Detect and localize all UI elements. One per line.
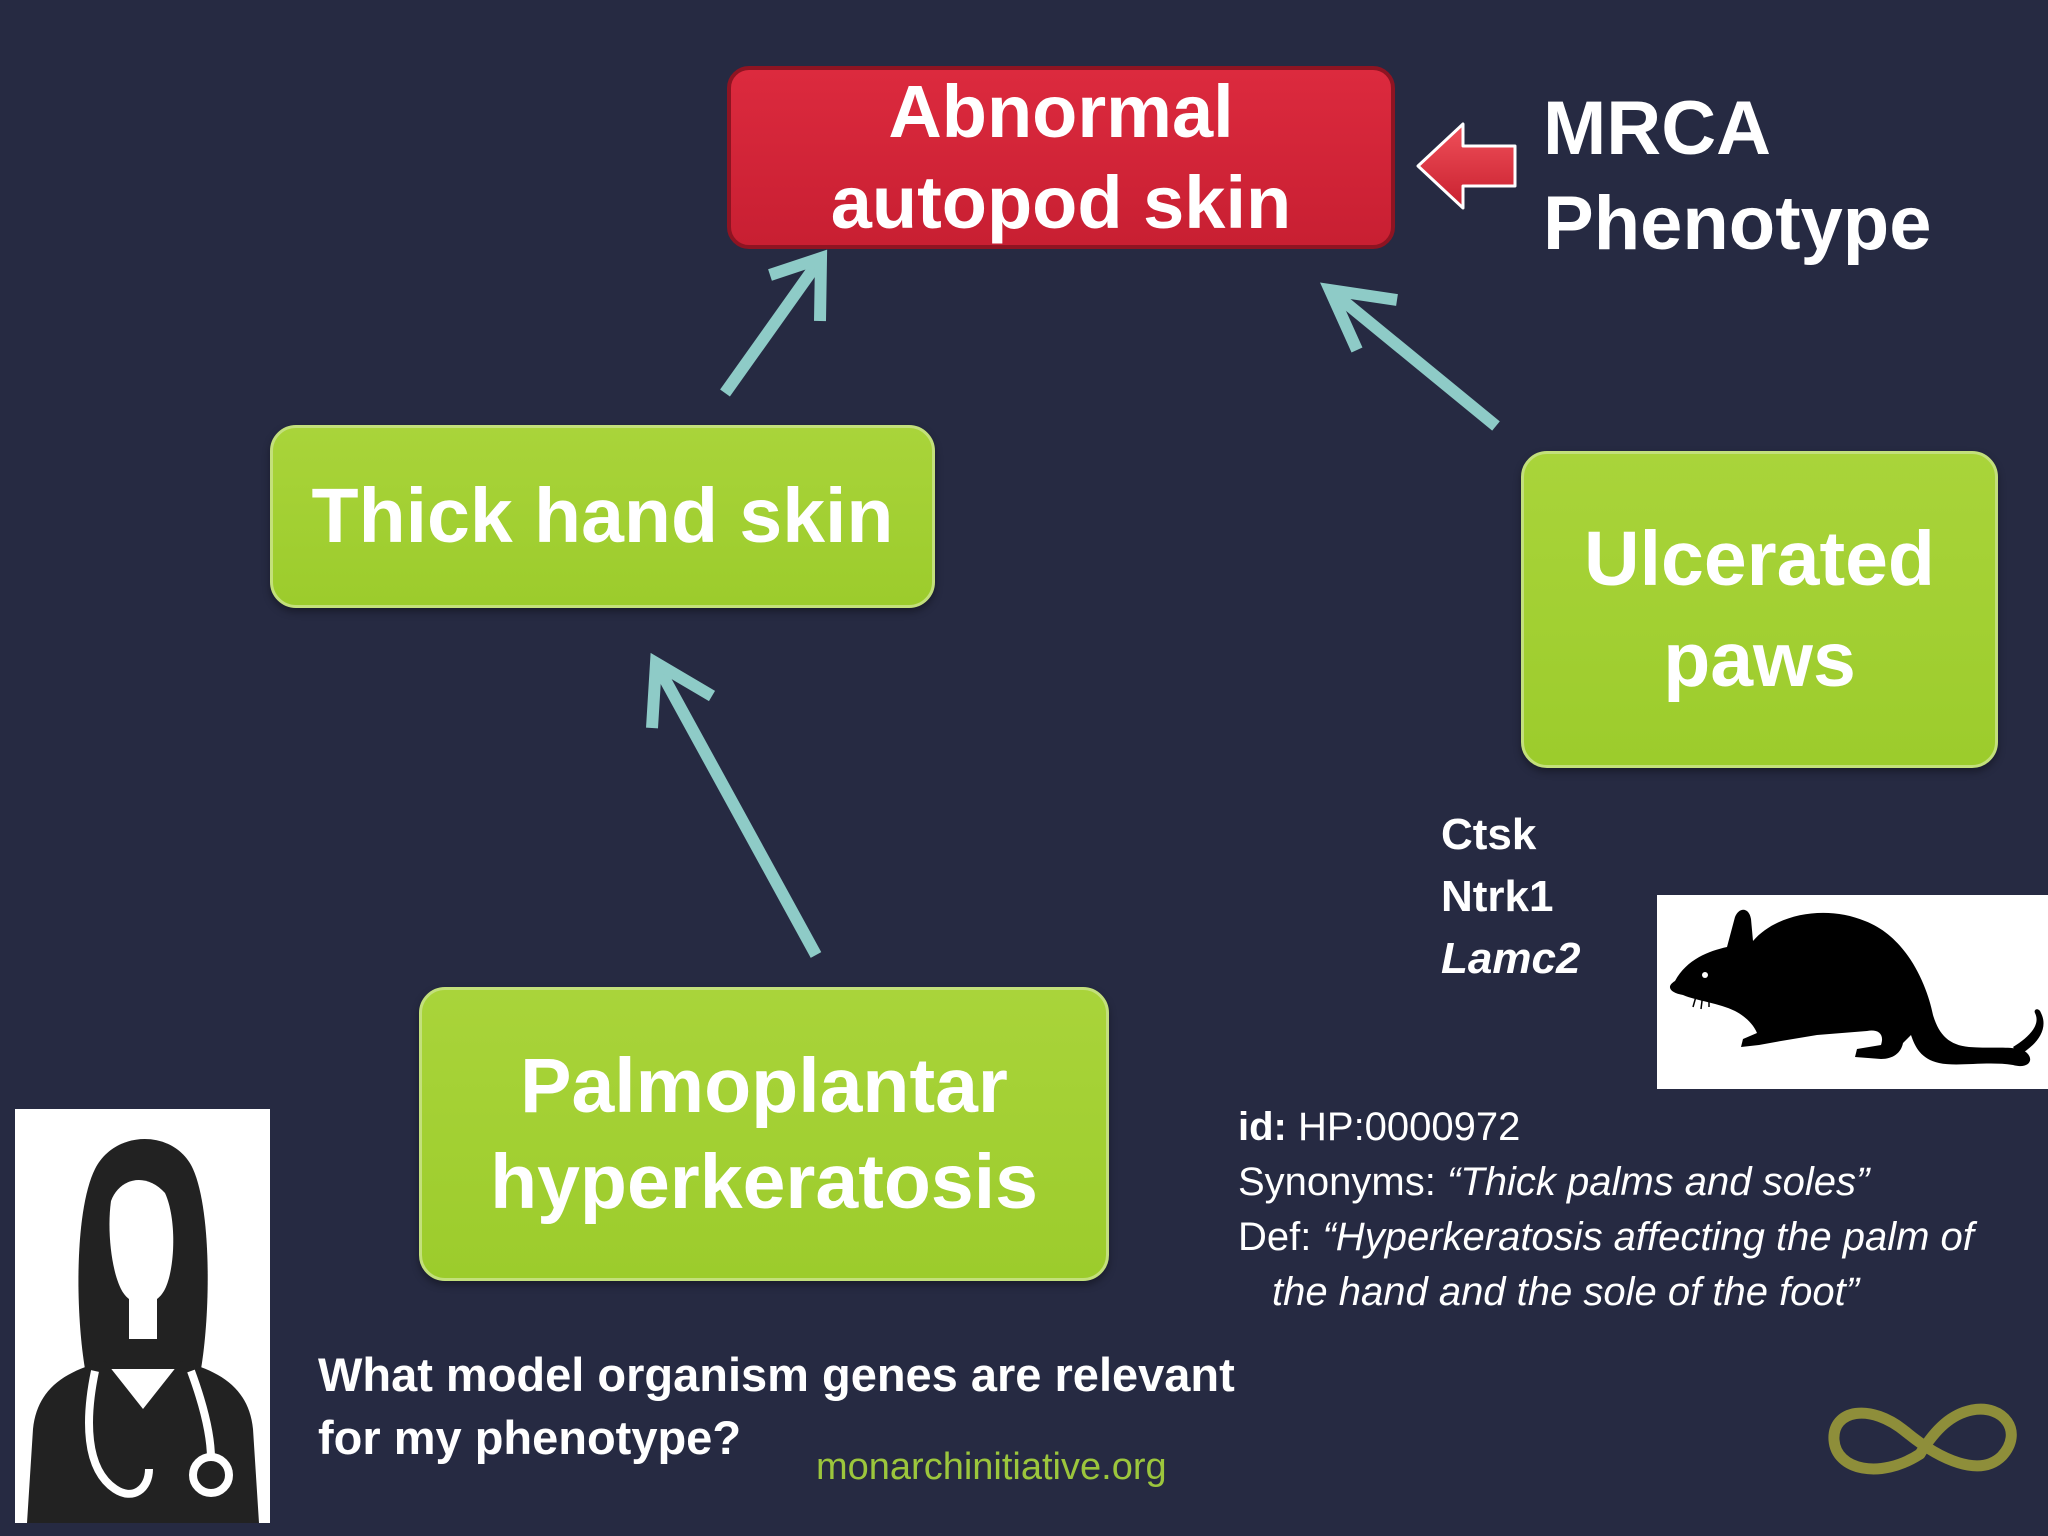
clinician-image: [15, 1109, 270, 1523]
node-abnormal-autopod-skin: Abnormal autopod skin: [727, 66, 1395, 249]
term-def-value-1: “Hyperkeratosis affecting the palm of: [1322, 1215, 1974, 1259]
node-palmoplantar-hyperkeratosis-label: Palmoplantar hyperkeratosis: [490, 1042, 1038, 1225]
gene-lamc2: Lamc2: [1441, 934, 1581, 983]
question-line1: What model organism genes are relevant: [318, 1348, 1235, 1401]
mrca-label-line1: MRCA: [1543, 86, 1771, 171]
mrca-label-line2: Phenotype: [1543, 181, 1932, 266]
term-def-line2: the hand and the sole of the foot”: [1272, 1270, 1859, 1315]
term-synonyms-label: Synonyms:: [1238, 1160, 1436, 1204]
arrow-ulcer-to-root: [1320, 282, 1500, 431]
mouse-image: [1657, 895, 2048, 1089]
term-synonyms-line: Synonyms: “Thick palms and soles”: [1238, 1160, 1869, 1205]
term-synonyms-value: “Thick palms and soles”: [1446, 1160, 1870, 1204]
term-def-value-2: the hand and the sole of the foot”: [1272, 1270, 1860, 1314]
gene-ctsk: Ctsk: [1441, 810, 1537, 859]
node-ulcerated-paws-label: Ulcerated paws: [1584, 516, 1935, 703]
question-line2: for my phenotype?: [318, 1411, 742, 1464]
node-abnormal-autopod-skin-label: Abnormal autopod skin: [830, 70, 1292, 244]
arrow-palmo-to-thick: [646, 652, 822, 958]
mrca-pointer-arrow: [1416, 122, 1517, 210]
clinician-icon: [27, 1139, 259, 1523]
node-ulcerated-paws: Ulcerated paws: [1521, 451, 1998, 768]
node-palmoplantar-hyperkeratosis: Palmoplantar hyperkeratosis: [419, 987, 1109, 1281]
arrow-thick-to-root: [720, 249, 828, 397]
term-id-line: id: HP:0000972: [1238, 1105, 1520, 1150]
term-id-value: HP:0000972: [1298, 1105, 1521, 1149]
term-def-label: Def:: [1238, 1215, 1312, 1259]
term-def-line1: Def: “Hyperkeratosis affecting the palm …: [1238, 1215, 1974, 1260]
gene-ntrk1: Ntrk1: [1441, 872, 1554, 921]
website-link[interactable]: monarchinitiative.org: [816, 1446, 1167, 1488]
node-thick-hand-skin-label: Thick hand skin: [311, 472, 894, 559]
term-id-label: id:: [1238, 1105, 1287, 1149]
mouse-icon: [1669, 909, 2044, 1067]
node-thick-hand-skin: Thick hand skin: [270, 425, 935, 608]
